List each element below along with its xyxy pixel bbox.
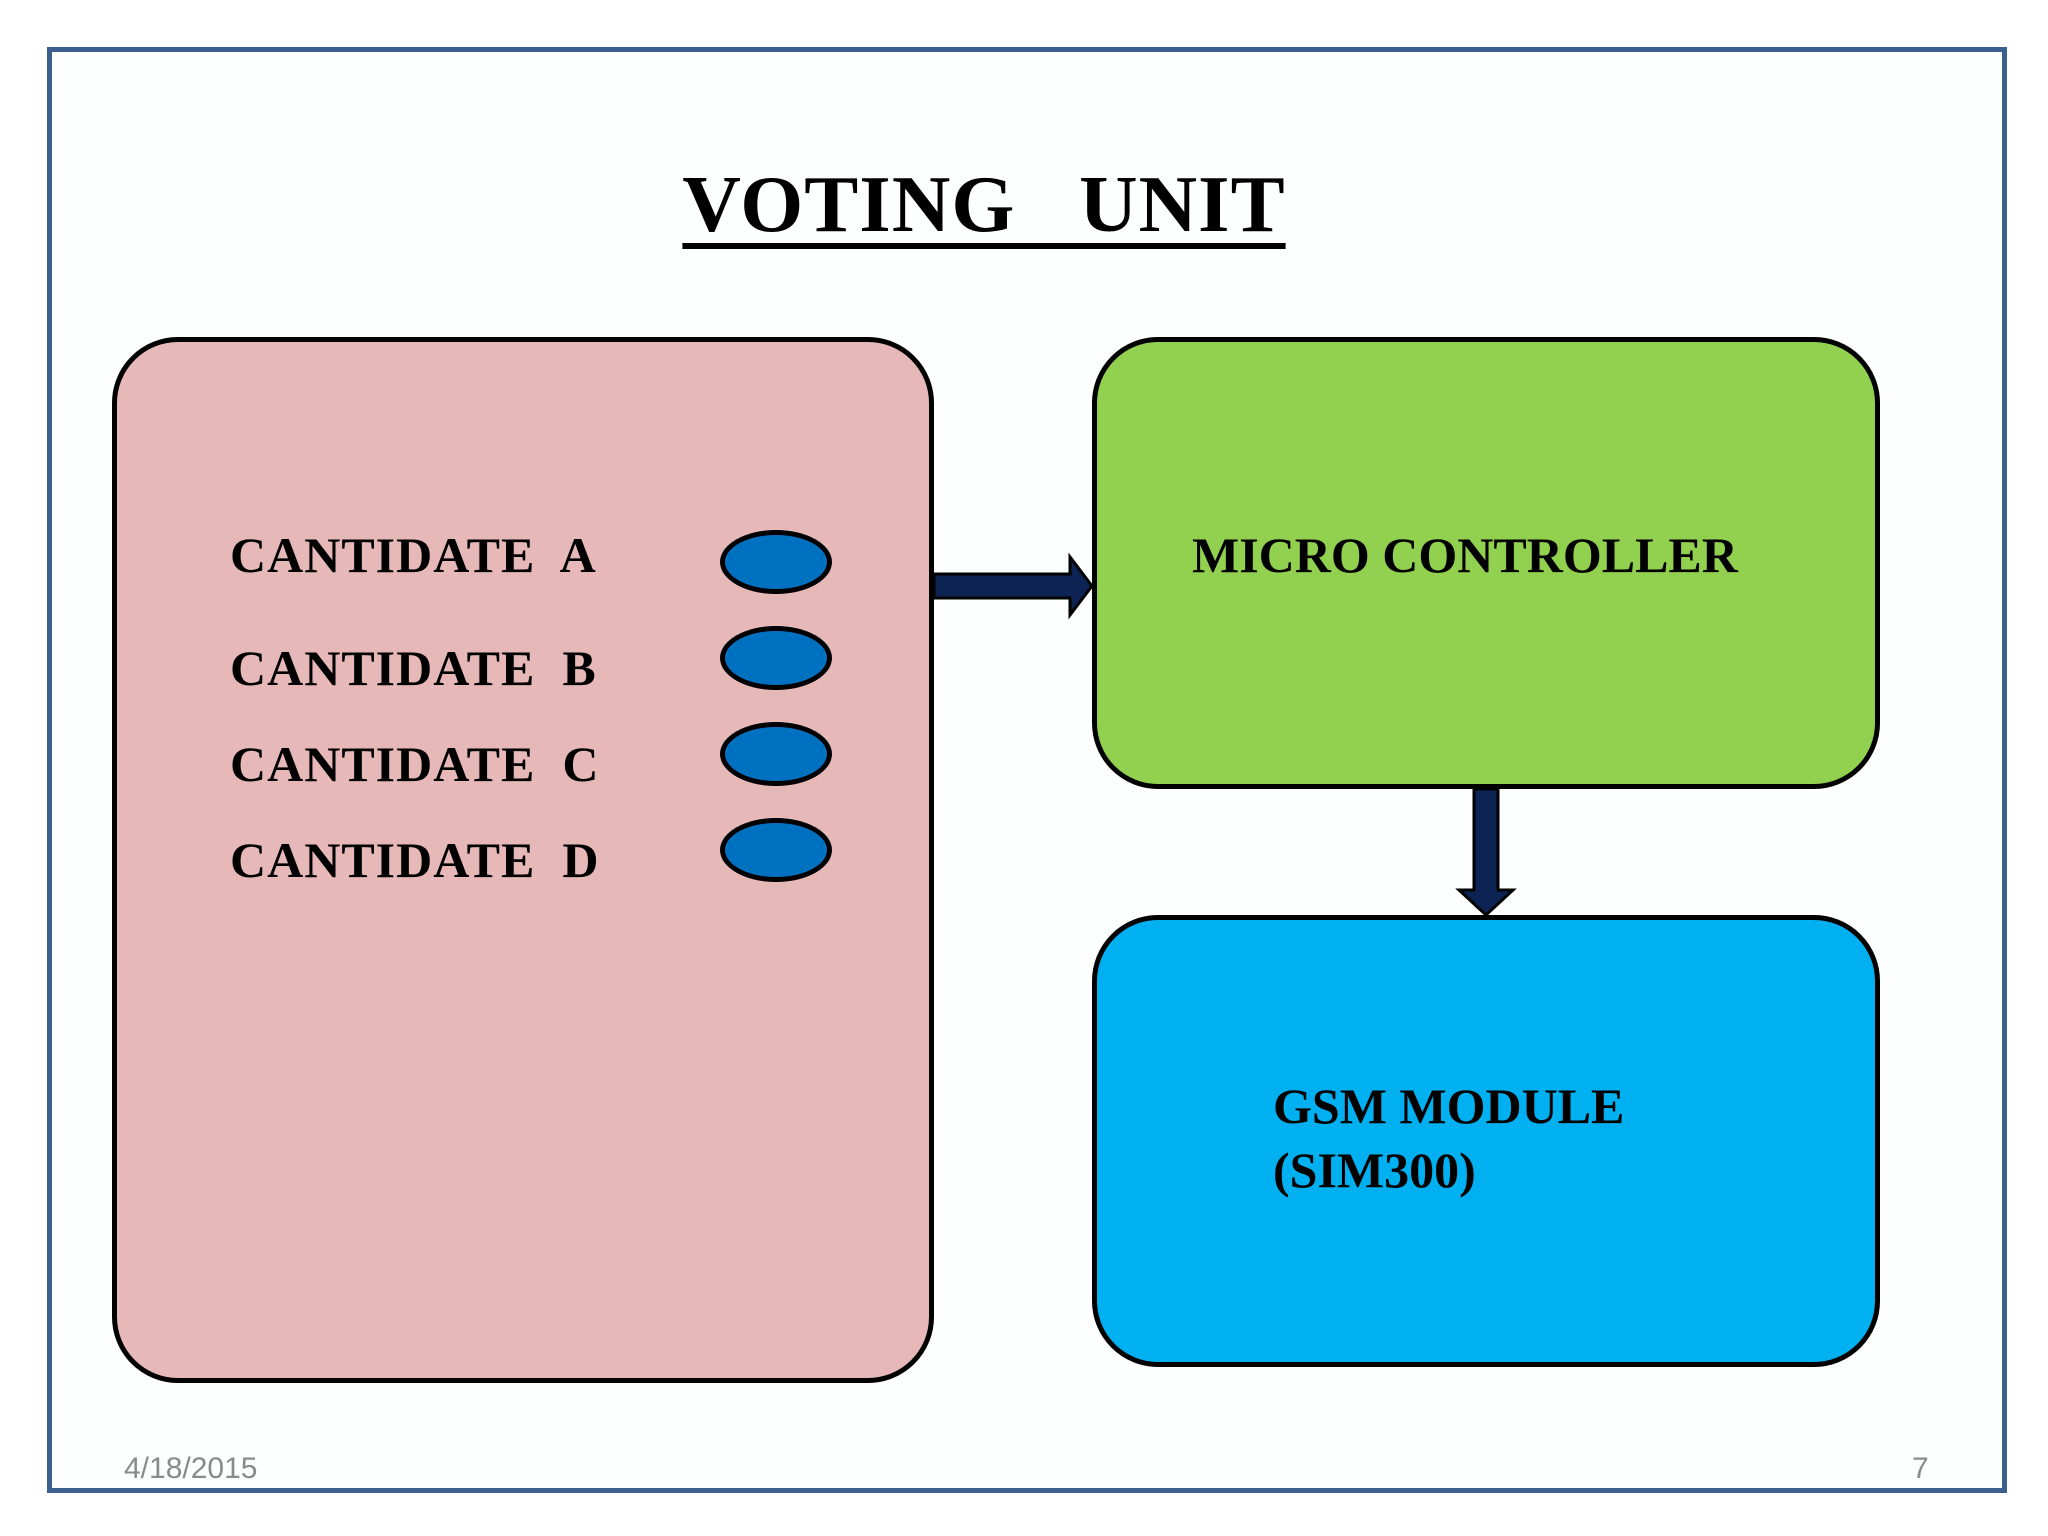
candidate-c-button[interactable] (720, 722, 832, 786)
candidate-c-label: CANTIDATE C (230, 736, 600, 792)
candidate-b-label: CANTIDATE B (230, 640, 597, 696)
gsm-module-label: GSM MODULE (SIM300) (1273, 1074, 1624, 1202)
micro-controller-box (1092, 337, 1880, 789)
slide-number: 7 (1912, 1452, 1929, 1485)
arrow-voting-to-controller (932, 552, 1094, 620)
candidate-d-button[interactable] (720, 818, 832, 882)
candidate-a-button[interactable] (720, 530, 832, 594)
candidate-b-button[interactable] (720, 626, 832, 690)
slide-date: 4/18/2015 (124, 1452, 258, 1485)
candidate-a-label: CANTIDATE A (230, 527, 597, 583)
micro-controller-label: MICRO CONTROLLER (1192, 527, 1738, 583)
gsm-module-title: GSM MODULE (1273, 1078, 1625, 1134)
gsm-module-model: (SIM300) (1273, 1142, 1476, 1198)
gsm-module-box (1092, 915, 1880, 1367)
arrow-controller-to-gsm (1455, 787, 1517, 918)
slide-title: VOTING UNIT (682, 159, 1286, 249)
candidate-d-label: CANTIDATE D (230, 832, 600, 888)
